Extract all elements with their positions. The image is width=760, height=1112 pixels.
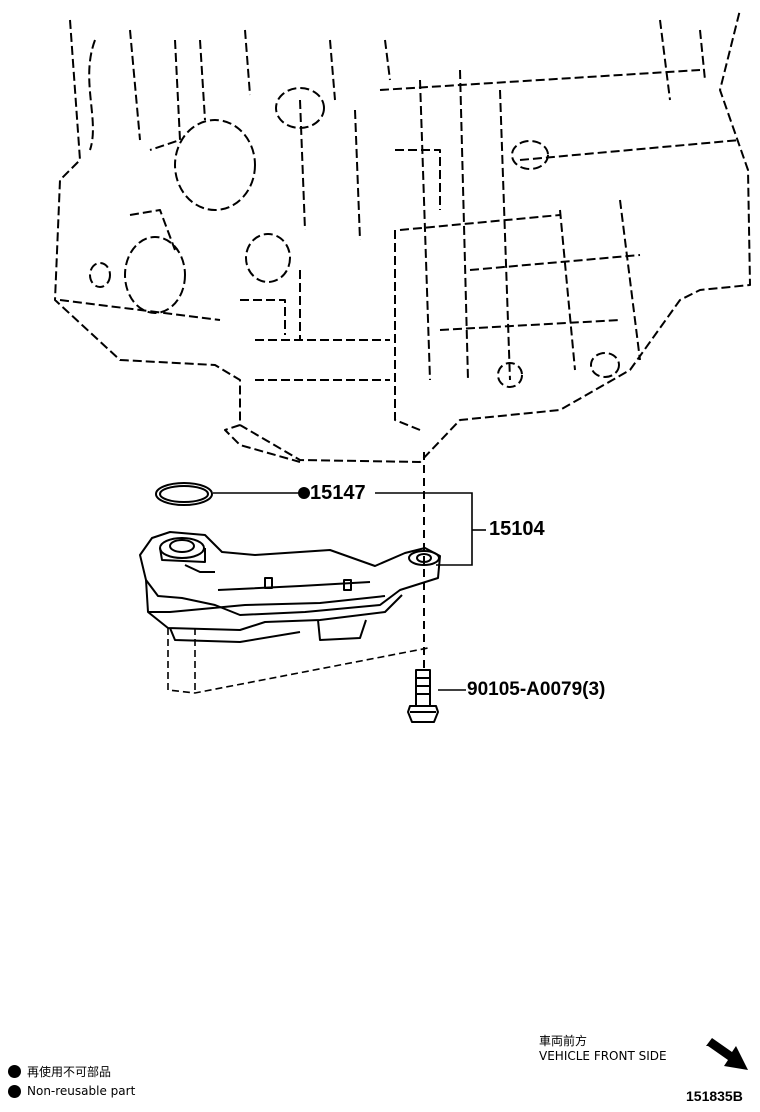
non-reusable-dot-icon bbox=[8, 1065, 21, 1078]
legend-text-jp: 再使用不可部品 bbox=[27, 1065, 112, 1079]
non-reusable-dot-icon bbox=[298, 487, 310, 499]
engine-block-outline bbox=[54, 9, 751, 463]
legend-row-jp: 再使用不可部品 bbox=[8, 1063, 111, 1080]
front-direction-arrow bbox=[706, 1038, 748, 1070]
part-number-15104: 15104 bbox=[489, 518, 545, 540]
o-ring-illustration bbox=[155, 482, 213, 506]
part-label-15104[interactable]: 15104 bbox=[489, 518, 545, 541]
direction-label-en: VEHICLE FRONT SIDE bbox=[539, 1049, 667, 1063]
part-label-15147[interactable]: 15147 bbox=[298, 482, 366, 505]
leader-lines bbox=[167, 452, 486, 694]
part-number-15147: 15147 bbox=[310, 482, 366, 504]
non-reusable-dot-icon bbox=[8, 1084, 21, 1098]
figure-id: 151835B bbox=[686, 1088, 743, 1104]
legend-text-en: Non-reusable part bbox=[27, 1084, 136, 1098]
direction-label-jp: 車両前方 bbox=[539, 1034, 588, 1048]
part-number-bolt: 90105-A0079(3) bbox=[467, 679, 606, 700]
oil-strainer-illustration bbox=[139, 531, 441, 643]
legend-row-en: Non-reusable part bbox=[8, 1084, 135, 1098]
part-label-bolt[interactable]: 90105-A0079(3) bbox=[467, 679, 605, 701]
bolt-illustration bbox=[407, 669, 439, 723]
